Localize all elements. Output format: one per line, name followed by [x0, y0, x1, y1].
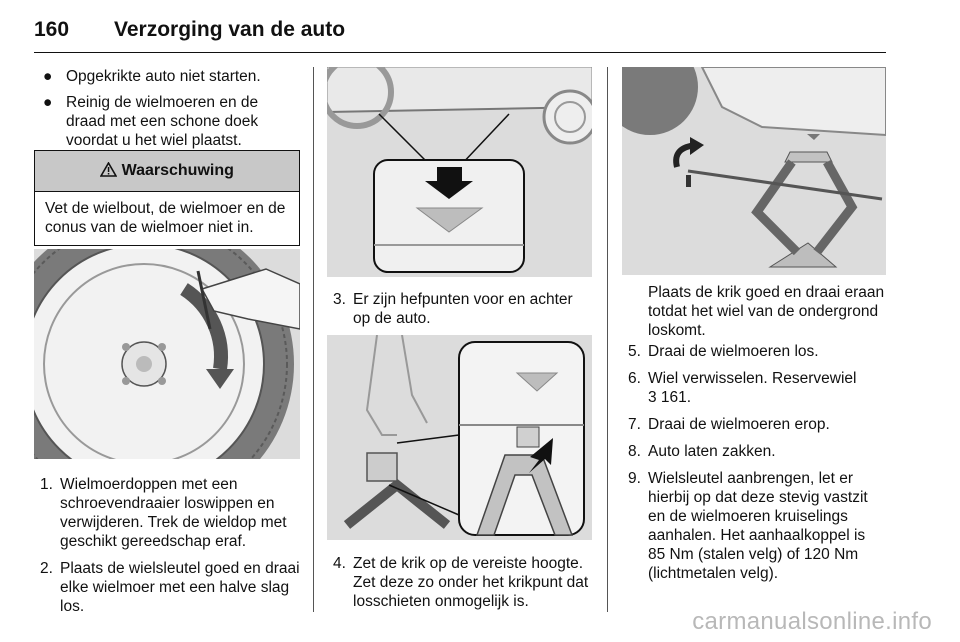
step-text: Auto laten zakken.: [648, 443, 776, 460]
list-item: 4. Zet de krik op de vereiste hoogte. Ze…: [327, 554, 592, 611]
step-number: 9.: [628, 470, 641, 487]
step-text: Wiel verwisselen. Reservewiel: [648, 370, 857, 387]
warning-title: Waarschuwing: [121, 162, 234, 179]
step-text: Plaats de wielsleutel goed en draai elke…: [60, 560, 300, 615]
step-number: 4.: [333, 555, 346, 572]
list-item: 7. Draai de wielmoeren erop.: [622, 415, 886, 434]
step-text: Draai de wielmoeren erop.: [648, 416, 830, 433]
intro-text: Plaats de krik goed en draai eraan totda…: [648, 284, 885, 339]
bullet-marker: ●: [43, 94, 53, 111]
figure-jacking-points: [327, 67, 592, 277]
step-list: 1. Wielmoerdoppen met een schroevendraai…: [34, 475, 300, 624]
column-divider: [313, 67, 314, 612]
list-item: 8. Auto laten zakken.: [622, 442, 886, 461]
bullet-text: Reinig de wielmoeren en de draad met een…: [66, 94, 259, 149]
list-item: 2. Plaats de wielsleutel goed en draai e…: [34, 559, 300, 616]
list-item: 9. Wielsleutel aanbrengen, let er hierbi…: [622, 469, 886, 583]
list-item: ● Opgekrikte auto niet starten.: [34, 67, 300, 86]
step-text: Er zijn hefpunten voor en achter op de a…: [353, 291, 573, 327]
warning-triangle-icon: [99, 161, 118, 177]
step-list: 5. Draai de wielmoeren los. 6. Wiel verw…: [622, 342, 886, 591]
list-item: ● Reinig de wielmoeren en de draad met e…: [34, 93, 300, 150]
step-text: Wielsleutel aanbrengen, let er hierbij o…: [648, 470, 868, 582]
warning-box: Waarschuwing Vet de wielbout, de wielmoe…: [34, 150, 300, 246]
step-number: 8.: [628, 443, 641, 460]
step-number: 2.: [40, 560, 53, 577]
list-item: 1. Wielmoerdoppen met een schroevendraai…: [34, 475, 300, 551]
page-number: 160: [34, 18, 70, 41]
bullet-list: ● Opgekrikte auto niet starten. ● Reinig…: [34, 67, 300, 150]
page-header: 160 Verzorging van de auto: [34, 18, 886, 53]
list-item: 3. Er zijn hefpunten voor en achter op d…: [327, 290, 592, 328]
step-list: 4. Zet de krik op de vereiste hoogte. Ze…: [327, 554, 592, 619]
figure-wheel-cap-removal: [34, 249, 300, 459]
step-number: 1.: [40, 476, 53, 493]
step-number: 3.: [333, 291, 346, 308]
step-number: 7.: [628, 416, 641, 433]
step-list: 3. Er zijn hefpunten voor en achter op d…: [327, 290, 592, 336]
warning-body: Vet de wielbout, de wielmoer en de conus…: [45, 200, 286, 236]
figure-raising-jack: [622, 67, 886, 275]
step-number: 6.: [628, 370, 641, 387]
step-text: Draai de wielmoeren los.: [648, 343, 819, 360]
list-item: 6. Wiel verwisselen. Reservewiel 3 161.: [622, 369, 886, 407]
figure-jack-placement: [327, 335, 592, 540]
warning-header: Waarschuwing: [35, 151, 299, 192]
step-number: 5.: [628, 343, 641, 360]
watermark: carmanualsonline.info: [692, 608, 932, 635]
bullet-text: Opgekrikte auto niet starten.: [66, 68, 261, 85]
page-reference-link[interactable]: 3 161.: [648, 389, 692, 406]
bullet-marker: ●: [43, 68, 53, 85]
column-left: ● Opgekrikte auto niet starten. ● Reinig…: [34, 67, 300, 615]
step-text: Wielmoerdoppen met een schroevendraaier …: [60, 476, 287, 550]
chapter-title: Verzorging van de auto: [114, 18, 346, 41]
column-divider: [607, 67, 608, 612]
step-text: Zet de krik op de vereiste hoogte. Zet d…: [353, 555, 589, 610]
list-item: 5. Draai de wielmoeren los.: [622, 342, 886, 361]
